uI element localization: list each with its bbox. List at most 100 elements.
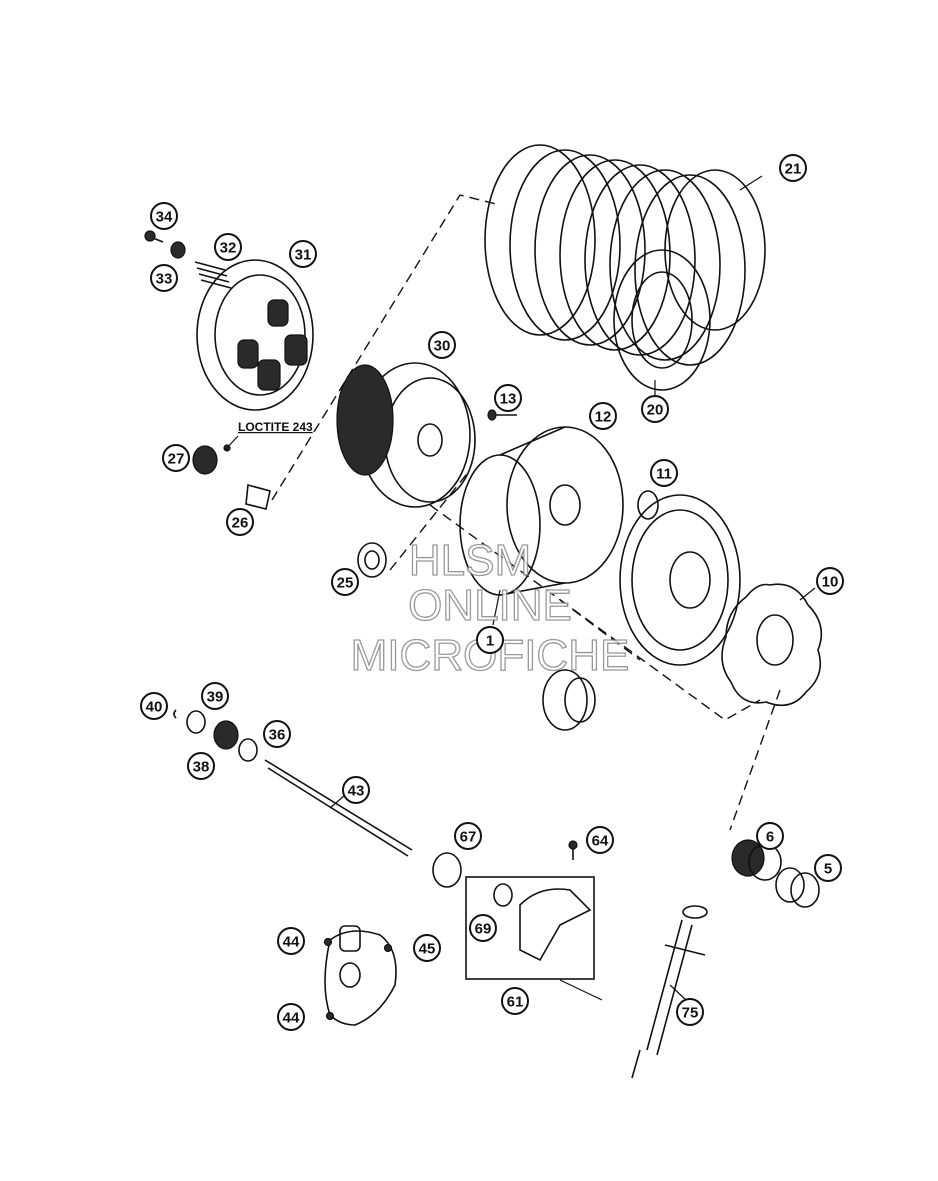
callout-38: 38 (187, 752, 215, 780)
callout-circle (413, 934, 441, 962)
callout-circle (814, 854, 842, 882)
grease-syringe (631, 905, 708, 1079)
callout-number: 44 (283, 934, 300, 951)
callout-64: 64 (586, 826, 614, 854)
clutch-cover (323, 925, 397, 1026)
pushrod-parts (173, 709, 258, 762)
loctite-label: LOCTITE 243 (238, 420, 313, 434)
callout-group: 1561011121320212526273031323334363839404… (140, 154, 844, 1031)
callout-43: 43 (342, 776, 370, 804)
clutch-hub (336, 362, 476, 508)
clutch-plate-stack (484, 144, 766, 391)
callout-circle (501, 987, 529, 1015)
callout-circle (454, 822, 482, 850)
spring-washer-screw (144, 230, 232, 289)
callout-number: 20 (647, 402, 664, 419)
callout-number: 45 (419, 941, 436, 958)
callout-number: 27 (168, 451, 185, 468)
bushing (775, 867, 820, 908)
callout-circle (277, 927, 305, 955)
callout-44: 44 (277, 927, 305, 955)
callout-circle (494, 384, 522, 412)
callout-circle (289, 240, 317, 268)
callout-number: 1 (486, 633, 494, 650)
callout-number: 67 (460, 829, 477, 846)
callout-number: 30 (434, 338, 451, 355)
callout-circle (140, 692, 168, 720)
assembly-guide-lines (271, 194, 781, 831)
leader-lines (329, 175, 816, 1001)
callout-number: 75 (682, 1005, 699, 1022)
watermark: HLSM ONLINE MICROFICHE (350, 535, 630, 680)
basket-bolt (487, 409, 517, 421)
callout-69: 69 (469, 914, 497, 942)
primary-gear (619, 494, 741, 666)
bleed-screw (568, 840, 578, 860)
o-ring (432, 852, 462, 888)
clutch-basket (459, 426, 624, 596)
callout-75: 75 (676, 998, 704, 1026)
callout-31: 31 (289, 240, 317, 268)
callout-number: 12 (595, 409, 612, 426)
callout-number: 64 (592, 833, 609, 850)
callout-number: 36 (269, 727, 286, 744)
callout-number: 44 (283, 1010, 300, 1027)
callout-13: 13 (494, 384, 522, 412)
callout-1: 1 (476, 626, 504, 654)
callout-36: 36 (263, 720, 291, 748)
callout-number: 34 (156, 209, 173, 226)
callout-circle (263, 720, 291, 748)
callout-number: 5 (824, 861, 832, 878)
callout-61: 61 (501, 987, 529, 1015)
callout-number: 25 (337, 575, 354, 592)
callout-34: 34 (150, 202, 178, 230)
callout-circle (187, 752, 215, 780)
callout-circle (676, 998, 704, 1026)
callout-number: 69 (475, 921, 492, 938)
callout-number: 40 (146, 699, 163, 716)
spacer-bushing (637, 490, 659, 520)
callout-circle (589, 402, 617, 430)
callout-circle (331, 568, 359, 596)
damper-disc (721, 583, 823, 707)
callout-circle (586, 826, 614, 854)
pushrod (264, 759, 413, 857)
callout-30: 30 (428, 331, 456, 359)
pressure-plate (196, 259, 314, 411)
callout-circle (469, 914, 497, 942)
callout-20: 20 (641, 395, 669, 423)
callout-number: 38 (193, 759, 210, 776)
loctite-note: LOCTITE 243 (224, 420, 313, 451)
watermark-line-2: ONLINE (408, 581, 572, 630)
callout-67: 67 (454, 822, 482, 850)
callout-25: 25 (331, 568, 359, 596)
callout-number: 10 (822, 574, 839, 591)
callout-12: 12 (589, 402, 617, 430)
callout-33: 33 (150, 264, 178, 292)
callout-21: 21 (779, 154, 807, 182)
callout-number: 26 (232, 515, 249, 532)
callout-circle (214, 233, 242, 261)
callout-number: 21 (785, 161, 802, 178)
callout-5: 5 (814, 854, 842, 882)
callout-circle (779, 154, 807, 182)
callout-circle (476, 626, 504, 654)
callout-number: 61 (507, 994, 524, 1011)
callout-circle (201, 682, 229, 710)
callout-circle (150, 202, 178, 230)
callout-circle (342, 776, 370, 804)
callout-45: 45 (413, 934, 441, 962)
callout-circle (816, 567, 844, 595)
callout-40: 40 (140, 692, 168, 720)
callout-number: 32 (220, 240, 237, 257)
callout-11: 11 (650, 459, 678, 487)
callout-number: 33 (156, 271, 173, 288)
callout-26: 26 (226, 508, 254, 536)
washer-25 (357, 542, 387, 578)
callout-number: 11 (656, 466, 672, 483)
drive-gear (542, 669, 596, 731)
callout-number: 31 (295, 247, 312, 264)
callout-39: 39 (201, 682, 229, 710)
callout-circle (150, 264, 178, 292)
